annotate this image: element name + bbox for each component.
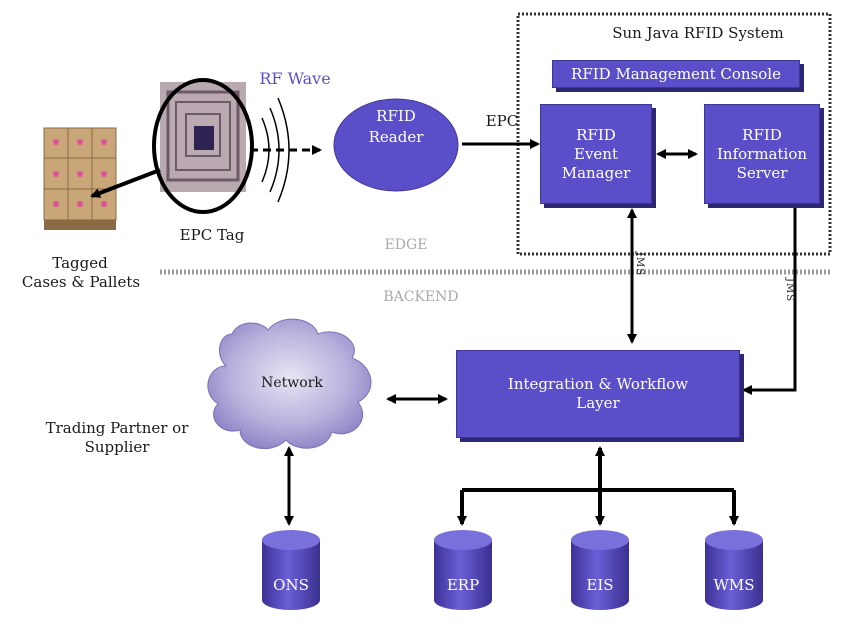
pallet-icon (43, 127, 117, 230)
tagged-label: Tagged (52, 254, 108, 272)
arrow-info-integration (742, 192, 800, 395)
wms-cylinder (705, 530, 763, 610)
integration-workflow-layer-box: Integration & Workflow Layer (456, 350, 740, 438)
network-label: Network (261, 375, 323, 391)
event-manager-line-2: Event (574, 144, 618, 163)
arrow-tag-to-pallet (90, 168, 161, 198)
trading-partner-line-1: Trading Partner or (45, 419, 189, 437)
jms-right-label: JMS (784, 278, 795, 303)
ons-cylinder (262, 530, 320, 610)
epc-tag-label: EPC Tag (179, 226, 245, 244)
info-server-line-1: RFID (742, 125, 782, 144)
rfid-management-console-label: RFID Management Console (571, 64, 781, 83)
wms-label: WMS (713, 576, 755, 594)
jms-left-label: JMS (634, 252, 645, 277)
cases-pallets-label: Cases & Pallets (21, 273, 141, 291)
integration-bus (457, 455, 739, 526)
integration-line-1: Integration & Workflow (507, 375, 689, 393)
trading-partner-line-2: Supplier (84, 438, 150, 456)
edge-label: EDGE (384, 237, 428, 253)
rfid-information-server-box: RFID Information Server (704, 104, 820, 204)
event-manager-line-1: RFID (576, 125, 616, 144)
epc-label: EPC (485, 112, 519, 130)
info-server-line-3: Server (736, 163, 788, 182)
rfid-reader-shape (333, 98, 459, 192)
epc-tag-icon (152, 78, 254, 214)
event-manager-line-3: Manager (561, 163, 631, 182)
rfid-reader-label-1: RFID (376, 107, 416, 125)
erp-label: ERP (446, 576, 480, 594)
eis-label: EIS (586, 576, 614, 594)
backend-label: BACKEND (383, 289, 459, 305)
rfid-event-manager-box: RFID Event Manager (540, 104, 652, 204)
info-server-line-2: Information (716, 144, 808, 163)
eis-cylinder (571, 530, 629, 610)
rf-wave-label: RF Wave (259, 69, 331, 88)
sun-system-label: Sun Java RFID System (612, 24, 784, 42)
rfid-management-console: RFID Management Console (552, 60, 800, 88)
ons-label: ONS (273, 576, 309, 594)
integration-line-2: Layer (576, 394, 620, 412)
rfid-reader-label-2: Reader (368, 128, 424, 146)
network-cloud (207, 318, 372, 450)
erp-cylinder (434, 530, 492, 610)
sun-system-boundary (516, 12, 832, 256)
